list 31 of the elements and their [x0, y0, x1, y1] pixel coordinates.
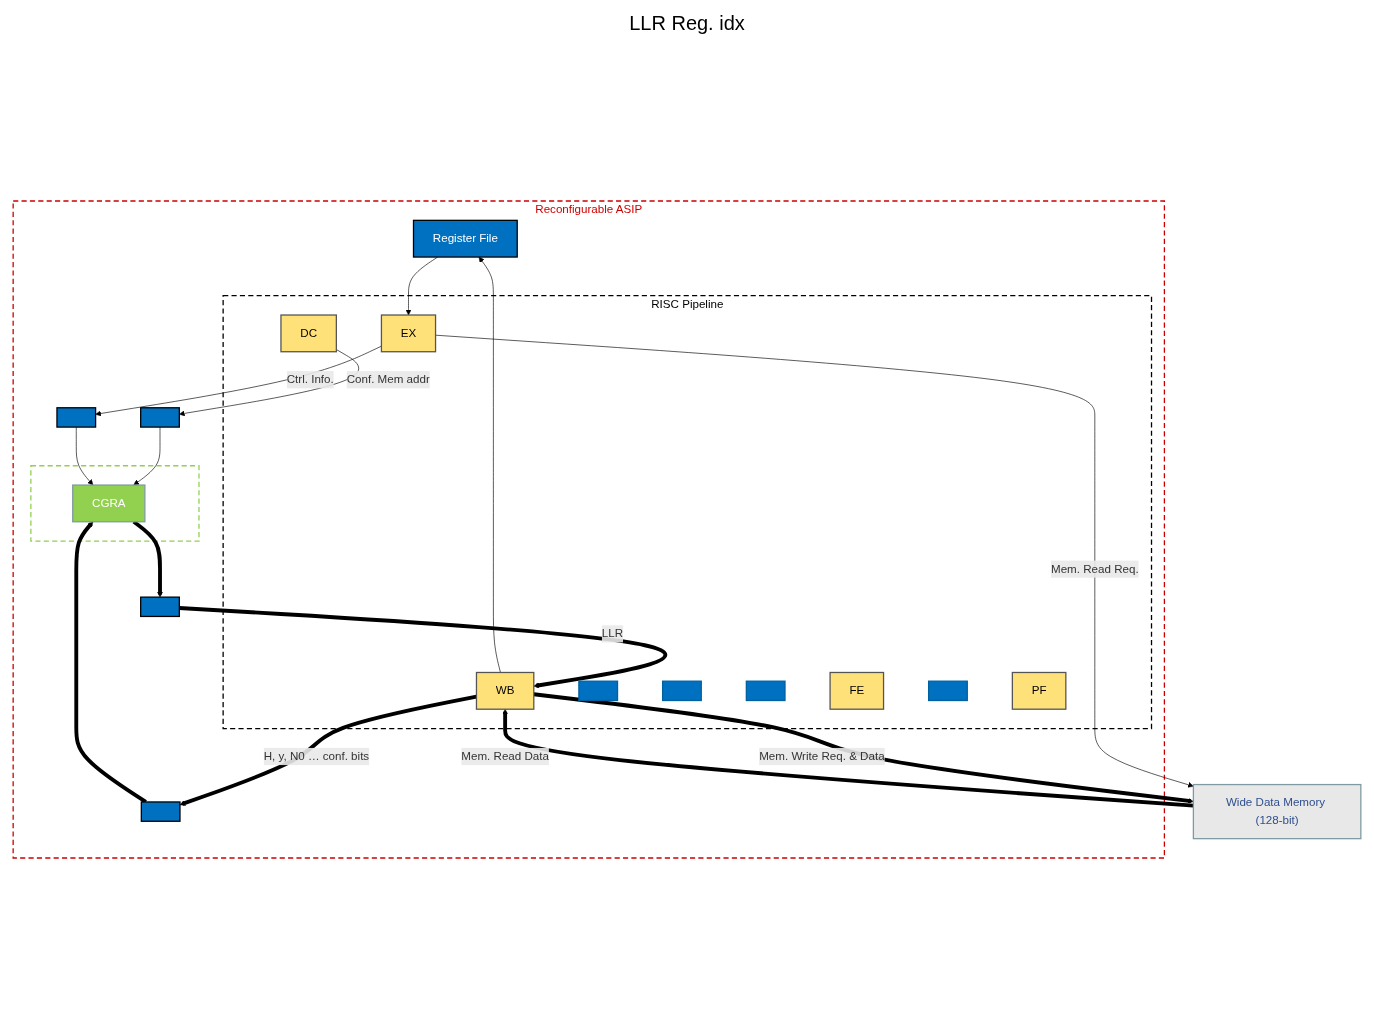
arrow [74, 521, 147, 804]
node-box: EX [380, 314, 437, 353]
arrow [132, 520, 163, 598]
signal-label: LLR Reg. idx [629, 12, 745, 34]
node-box: WB [475, 671, 535, 710]
edge-label: Mem. Read Req. [1051, 562, 1139, 576]
node-box: Wide Data Memory (128-bit) [1192, 783, 1362, 840]
arrow [179, 694, 477, 806]
edge-label: Ctrl. Info. [286, 372, 334, 386]
edge-label: LLR [601, 627, 624, 641]
arrow [533, 692, 1194, 804]
edge-label: Mem. Write Req. & Data [759, 749, 885, 763]
arrow [179, 606, 666, 689]
node-box [140, 407, 180, 428]
node-bar [661, 680, 702, 702]
edge-label: Mem. Read Data [461, 749, 549, 763]
node-box [56, 407, 97, 428]
edge-label: H, y, N0 … conf. bits [263, 749, 370, 763]
node-bar [928, 680, 968, 702]
node-box: Register File [412, 219, 518, 258]
node-box: CGRA [72, 484, 146, 523]
edge-label: Conf. Mem addr [346, 372, 430, 386]
node-box: FE [829, 671, 885, 710]
node-box: DC [280, 314, 337, 353]
node-box [140, 596, 180, 618]
node-bar [745, 680, 786, 702]
arrow [502, 708, 1194, 808]
node-box: PF [1011, 671, 1067, 710]
node-box [140, 801, 181, 822]
cluster [30, 465, 200, 542]
node-bar [578, 680, 619, 702]
